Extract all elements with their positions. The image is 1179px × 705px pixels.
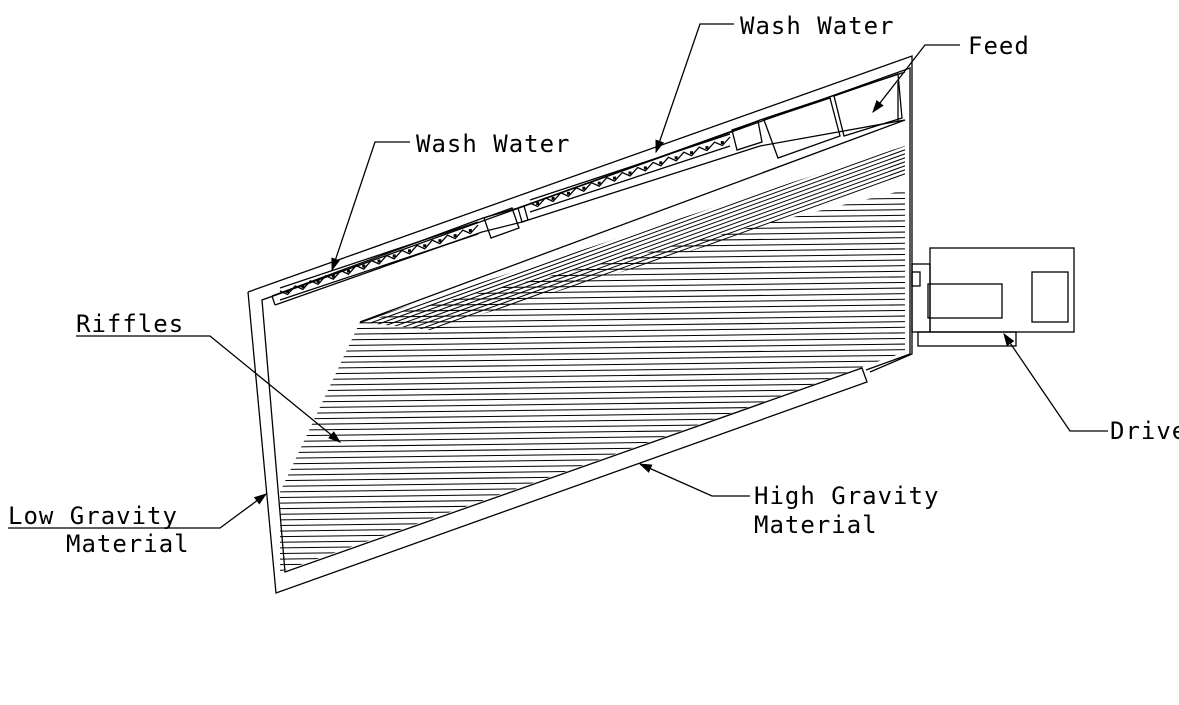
riffle-line xyxy=(280,203,905,213)
nozzle-dot xyxy=(613,176,617,180)
nozzle-dot xyxy=(720,141,724,145)
nozzle-dot xyxy=(643,166,647,170)
riffle-line xyxy=(280,315,905,325)
riffle-line xyxy=(280,561,905,571)
label-high-gravity-1: High Gravity xyxy=(754,482,939,510)
riffle-line xyxy=(280,343,905,353)
nozzle-pipe-edge xyxy=(279,233,479,301)
riffle-line xyxy=(358,163,905,330)
nozzle-dot xyxy=(347,269,351,273)
nozzle-dot xyxy=(690,151,694,155)
riffle-line xyxy=(280,337,905,347)
nozzle-dot xyxy=(597,181,601,185)
nozzle-dot xyxy=(468,229,472,233)
riffle-line xyxy=(280,332,905,342)
nozzle-dot xyxy=(407,249,411,253)
riffle-line xyxy=(358,146,905,330)
label-riffles: Riffles xyxy=(76,310,184,338)
nozzle-dot xyxy=(316,279,320,283)
label-low-gravity-2: Material xyxy=(66,530,190,558)
nozzle-dot xyxy=(392,254,396,258)
nozzle-dot xyxy=(659,161,663,165)
label-drive: Drive xyxy=(1110,417,1179,445)
nozzle-dot xyxy=(536,201,540,205)
nozzle-row-right xyxy=(529,133,731,213)
nozzle-dot xyxy=(362,264,366,268)
riffle-line xyxy=(358,146,905,330)
nozzle-dot xyxy=(286,289,290,293)
nozzle-pipe-edge xyxy=(279,221,479,289)
riffle-line xyxy=(280,377,905,387)
riffle-line xyxy=(280,360,905,370)
label-wash-water-mid: Wash Water xyxy=(416,130,571,158)
nozzle-dot xyxy=(566,191,570,195)
nozzle-row-left xyxy=(279,221,479,301)
nozzle-dot xyxy=(377,259,381,263)
nozzle-pipe-edge xyxy=(529,133,731,201)
riffle-line xyxy=(280,365,905,375)
riffle-line xyxy=(280,371,905,381)
label-wash-water-top: Wash Water xyxy=(740,12,895,40)
riffle-line xyxy=(280,326,905,336)
label-feed: Feed xyxy=(968,32,1030,60)
leader-lines xyxy=(8,23,1108,529)
riffle-line xyxy=(280,192,905,202)
riffle-line xyxy=(280,349,905,359)
nozzle-dot xyxy=(438,239,442,243)
riffle-line xyxy=(280,321,905,331)
nozzle-dot xyxy=(301,284,305,288)
riffle-line xyxy=(280,382,905,392)
riffle-line xyxy=(358,167,905,330)
nozzle-dot xyxy=(582,186,586,190)
wash-water-channel xyxy=(271,71,906,306)
riffle-line xyxy=(358,159,905,330)
nozzle-dot xyxy=(628,171,632,175)
nozzle-pipe-edge xyxy=(529,145,731,213)
nozzle-dot xyxy=(453,234,457,238)
nozzle-dot xyxy=(705,146,709,150)
label-high-gravity-2: Material xyxy=(754,511,878,539)
riffle-line xyxy=(358,151,905,330)
riffle-line xyxy=(280,550,905,560)
drive-unit xyxy=(911,247,1075,347)
riffle-line xyxy=(280,354,905,364)
nozzle-zigzag xyxy=(279,224,479,296)
baffle-boxes xyxy=(483,73,903,239)
nozzle-dot xyxy=(551,196,555,200)
liner-lines xyxy=(359,119,906,323)
riffle-line xyxy=(280,545,905,555)
label-low-gravity-1: Low Gravity xyxy=(8,502,178,530)
vessel-outline xyxy=(247,55,913,594)
nozzle-dot xyxy=(331,274,335,278)
nozzle-dot xyxy=(423,244,427,248)
nozzle-dot xyxy=(674,156,678,160)
nozzle-zigzag xyxy=(529,136,731,208)
riffle-line xyxy=(358,147,905,330)
riffle-line xyxy=(358,146,905,330)
